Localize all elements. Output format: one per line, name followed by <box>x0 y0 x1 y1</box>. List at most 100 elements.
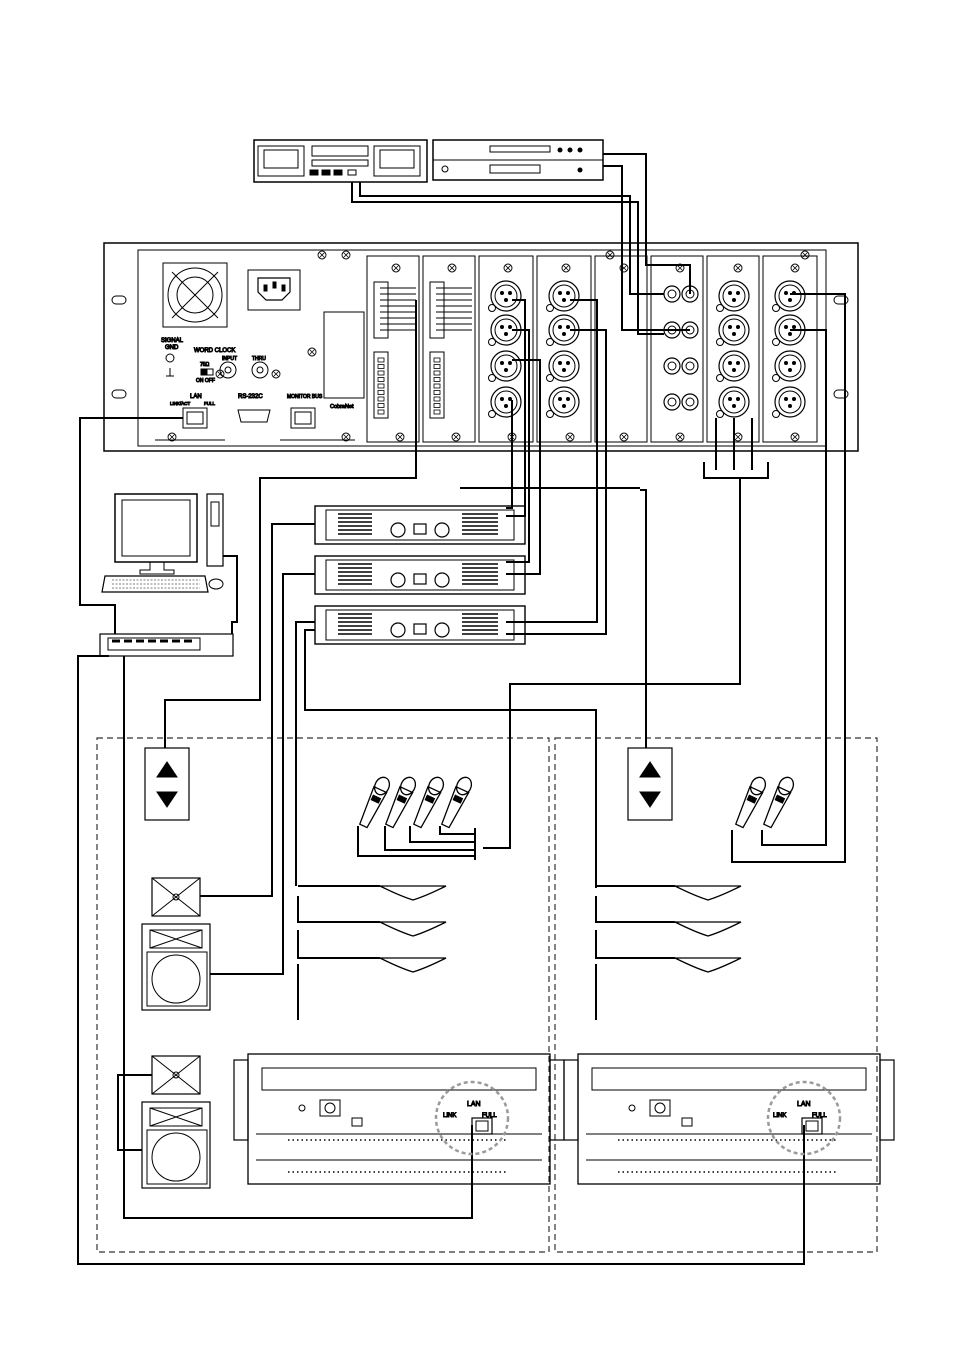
computer-icon <box>102 494 223 592</box>
ground-terminal-icon <box>166 354 174 362</box>
screw-icon <box>396 433 404 441</box>
ceiling-speaker-icon <box>380 958 446 972</box>
screw-icon <box>392 264 400 272</box>
lan-label: LAN <box>190 394 202 400</box>
horn-speaker-2 <box>152 1056 200 1094</box>
xlr-connector-icon[interactable] <box>489 351 522 382</box>
power-amplifier-icon <box>315 506 525 544</box>
terminal-blocks <box>378 288 472 414</box>
remote-left-full-label: FULL <box>482 1113 497 1119</box>
mic-input-module-2 <box>763 256 817 442</box>
xlr-connector-icon[interactable] <box>773 387 806 418</box>
microphone-icon <box>733 775 768 829</box>
link-act-label: LINK/ACT <box>170 401 191 406</box>
rca-jack-icon[interactable] <box>682 358 698 374</box>
xlr-connector-icon[interactable] <box>489 281 522 312</box>
rj45-lan-port[interactable] <box>472 1118 492 1134</box>
cd-player <box>433 140 603 180</box>
main-matrix-unit: SIGNAL GND WORD CLOCK INPUT THRU 75Ω ON … <box>104 243 858 451</box>
screw-icon <box>452 433 460 441</box>
screw-icon <box>566 433 574 441</box>
ceiling-speaker-icon <box>675 922 741 936</box>
monitor-bus-port[interactable] <box>291 408 315 428</box>
on-off-label: ON OFF <box>196 378 215 384</box>
screw-icon <box>318 251 326 259</box>
screw-icon <box>734 433 742 441</box>
screw-icon <box>734 264 742 272</box>
microphones <box>357 775 796 829</box>
xlr-connector-icon[interactable] <box>547 387 580 418</box>
bnc-input-icon <box>220 362 236 378</box>
screw-icon <box>562 264 570 272</box>
screw-icon <box>606 251 614 259</box>
remote-right-full-label: FULL <box>812 1113 827 1119</box>
cables <box>78 154 845 1264</box>
rca-jack-icon[interactable] <box>664 394 680 410</box>
microphone-icon <box>411 775 446 829</box>
ohm-label: 75Ω <box>200 362 210 368</box>
xlr-connector-icon[interactable] <box>773 351 806 382</box>
xlr-connector-icon[interactable] <box>547 351 580 382</box>
xlr-connector-icon[interactable] <box>773 281 806 312</box>
control-module-2 <box>423 256 475 442</box>
power-inlet-icon <box>320 1100 340 1116</box>
rs232c-label: RS-232C <box>238 394 263 400</box>
ceiling-speakers <box>380 886 741 972</box>
xlr-connector-icon[interactable] <box>717 387 750 418</box>
remote-left-lan-label: LAN <box>467 1101 481 1108</box>
bnc-thru-icon <box>252 362 268 378</box>
word-clock-thru-label: THRU <box>252 356 266 362</box>
screw-icon <box>801 251 809 259</box>
speaker-cabinet-1 <box>142 924 210 1010</box>
screw-icon <box>620 433 628 441</box>
control-module-1 <box>367 256 419 442</box>
signal-gnd-label-2: GND <box>165 345 179 351</box>
mic-input-module-1 <box>707 256 759 442</box>
screw-icon <box>272 370 280 378</box>
xlr-connector-icon[interactable] <box>717 315 750 346</box>
ceiling-speaker-icon <box>380 922 446 936</box>
monitor-bus-label: MONITOR BUS <box>287 394 323 400</box>
ceiling-speaker-icon <box>675 958 741 972</box>
rca-jack-icon[interactable] <box>682 394 698 410</box>
screw-icon <box>308 348 316 356</box>
rca-input-module <box>651 256 703 442</box>
output-module-2 <box>537 256 591 442</box>
zone-right <box>555 738 877 1252</box>
remote-right-link-label: LINK <box>773 1113 786 1119</box>
network-hub-icon <box>100 634 233 656</box>
screw-icon <box>504 264 512 272</box>
screw-icon <box>676 433 684 441</box>
microphone-icon <box>439 775 474 829</box>
screw-icon <box>342 251 350 259</box>
xlr-connector-icon[interactable] <box>717 351 750 382</box>
zone-left <box>97 738 549 1252</box>
power-amplifier-icon <box>315 606 525 644</box>
speaker-cabinet-2 <box>142 1102 210 1188</box>
db9-port-icon[interactable] <box>238 410 270 422</box>
power-amplifiers <box>315 506 525 644</box>
rj45-lan-port[interactable] <box>183 408 207 428</box>
xlr-connector-icon[interactable] <box>547 281 580 312</box>
power-inlet-icon <box>248 270 300 310</box>
screw-icon <box>448 264 456 272</box>
rca-jack-icon[interactable] <box>664 358 680 374</box>
word-clock-input-label: INPUT <box>222 356 237 362</box>
remote-right-lan-label: LAN <box>797 1101 811 1108</box>
volume-control-right <box>628 748 672 820</box>
xlr-connector-icon[interactable] <box>717 281 750 312</box>
rca-jacks <box>664 286 698 410</box>
screw-icon <box>791 264 799 272</box>
horn-speaker-1 <box>152 878 200 916</box>
rca-jack-icon[interactable] <box>664 286 680 302</box>
cassette-deck <box>254 140 427 182</box>
microphone-icon <box>761 775 796 829</box>
screw-icon <box>791 433 799 441</box>
cobranet-slot <box>324 312 364 398</box>
word-clock-label: WORD CLOCK <box>194 348 235 354</box>
remote-unit-left <box>234 1054 564 1184</box>
xlr-connector-icon[interactable] <box>489 387 522 418</box>
power-amplifier-icon <box>315 556 525 594</box>
cobranet-label: CobraNet <box>330 404 354 410</box>
